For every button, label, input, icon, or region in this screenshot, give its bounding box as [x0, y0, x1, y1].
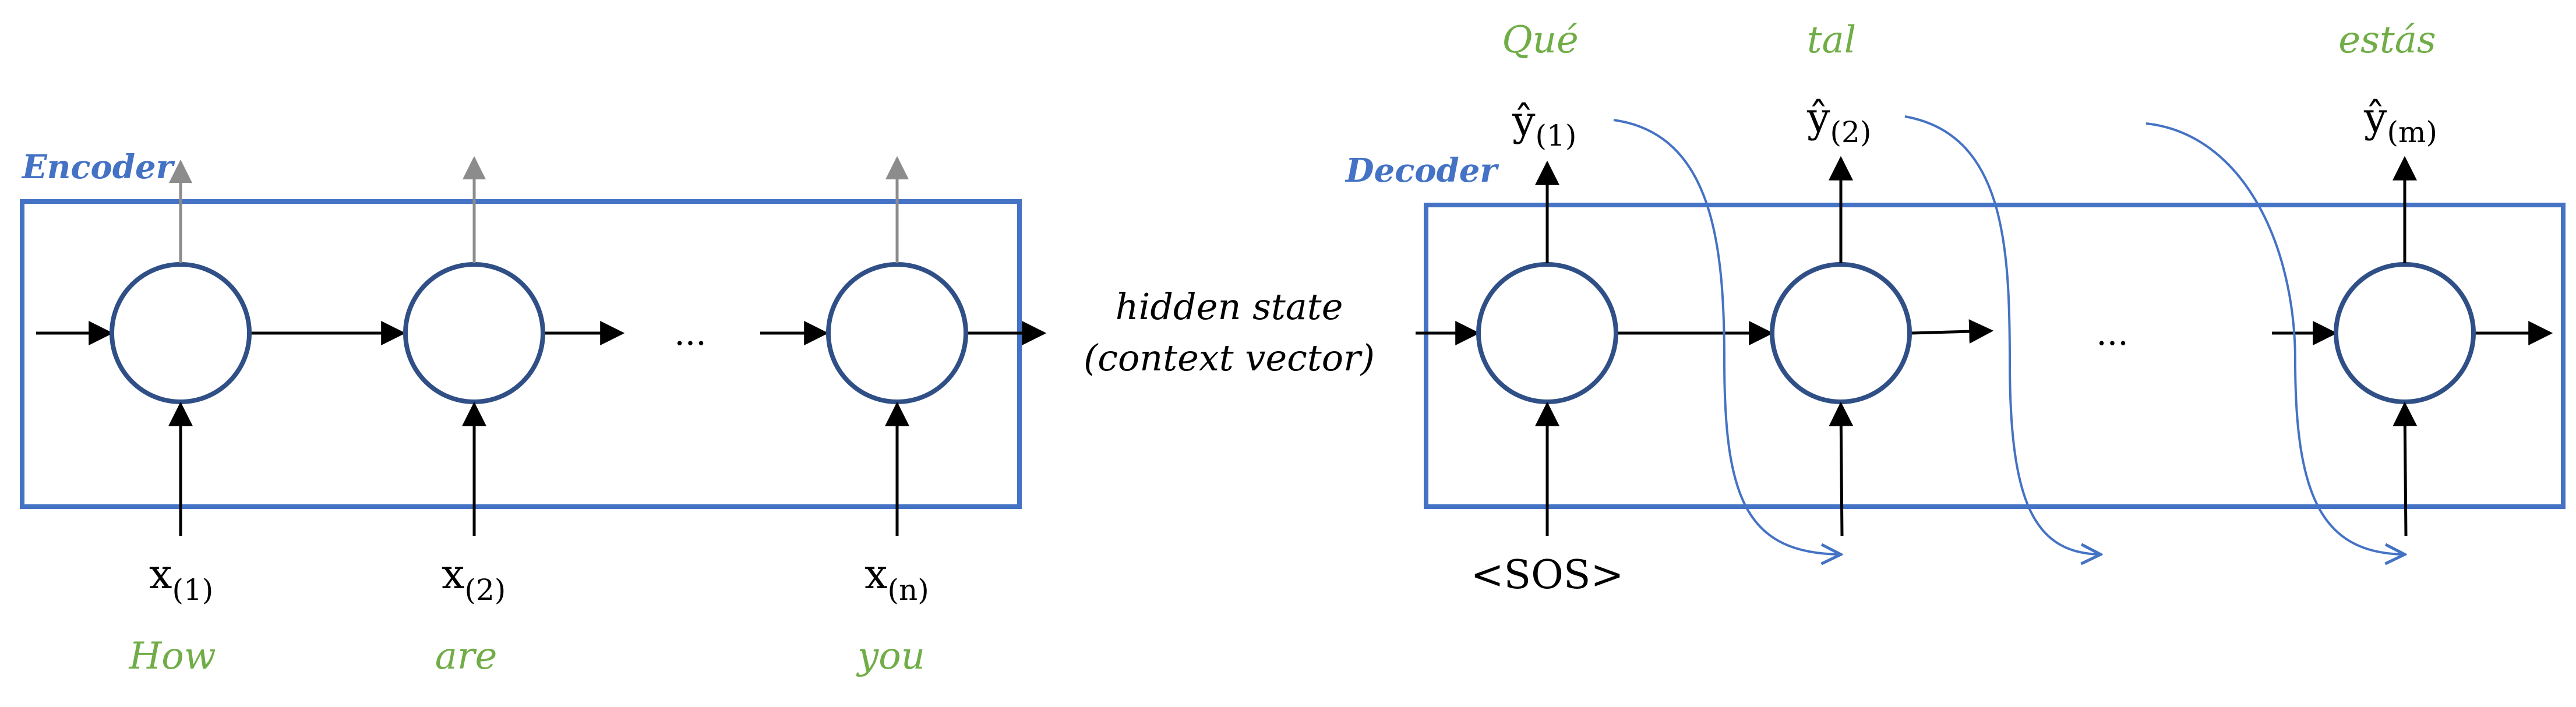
decoder-input-arrow-2	[1829, 401, 1854, 536]
decoder: Decoder ... <SOS> ŷ(1) ŷ(2) ŷ(m)	[1345, 19, 2566, 598]
encoder-cell-2	[403, 262, 545, 404]
decoder-output-label-m: ŷ(m)	[2363, 94, 2437, 149]
feedback-arrow-3	[2146, 122, 2405, 554]
encoder-input-label-2: x(2)	[442, 550, 506, 607]
context-label-line2: (context vector)	[1084, 337, 1375, 379]
encoder-label: Encoder	[21, 148, 175, 186]
encoder-box	[20, 199, 1022, 509]
encoder: Encoder ... x(1) x(2) x(n) How are	[20, 148, 1047, 678]
decoder-output-word-1: Qué	[1502, 19, 1579, 62]
feedback-arrow-2	[1904, 115, 2101, 554]
encoder-input-label-n: x(n)	[864, 550, 929, 607]
feedback-arrow-1	[1613, 119, 1841, 554]
decoder-output-label-2: ŷ(2)	[1806, 94, 1871, 149]
decoder-cell-1	[1476, 262, 1618, 404]
decoder-output-word-m: estás	[2338, 19, 2436, 62]
decoder-input-arrow-m	[2392, 401, 2418, 536]
decoder-start-token: <SOS>	[1471, 552, 1624, 598]
decoder-ellipsis: ...	[2096, 313, 2128, 353]
decoder-output-word-2: tal	[1807, 19, 1856, 62]
context-vector: hidden state (context vector)	[1084, 285, 1375, 379]
encoder-cell-1	[110, 262, 252, 404]
encoder-input-word-2: are	[435, 635, 497, 678]
decoder-output-label-1: ŷ(1)	[1512, 97, 1576, 153]
decoder-hidden-arrow-2-out	[1910, 319, 1994, 344]
decoder-cell-m	[2334, 262, 2476, 404]
encoder-input-word-1: How	[128, 635, 216, 678]
encoder-input-label-1: x(1)	[149, 550, 213, 607]
decoder-label: Decoder	[1345, 151, 1499, 190]
encoder-input-word-n: you	[856, 635, 925, 678]
encoder-cell-n	[826, 262, 968, 404]
encoder-ellipsis: ...	[674, 313, 706, 353]
decoder-cell-2	[1770, 262, 1912, 404]
context-label-line1: hidden state	[1116, 285, 1343, 328]
